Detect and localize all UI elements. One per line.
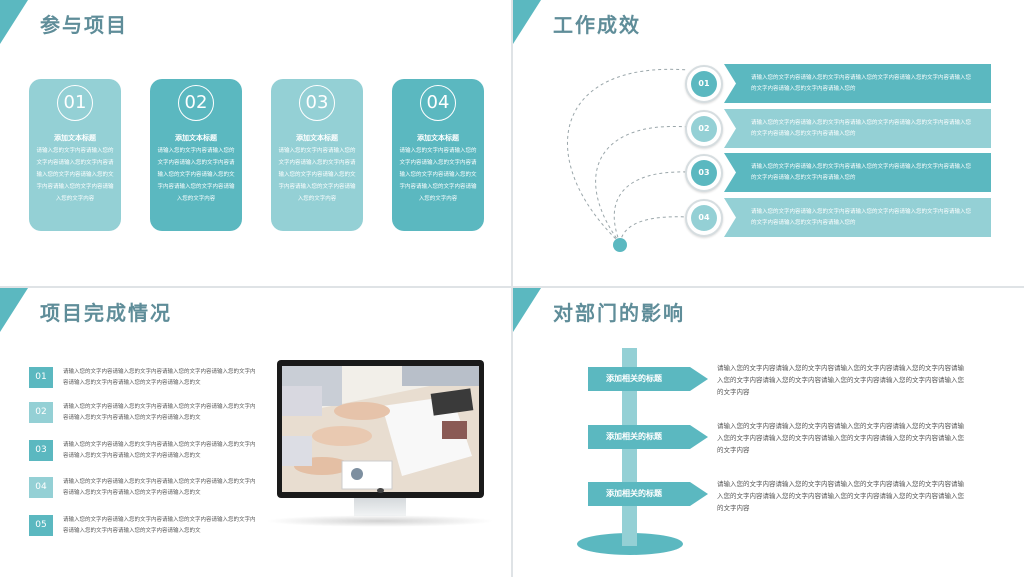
slide-participation: 参与项目 01 添加文本标题 请输入您的文字内容请输入您的文字内容请输入您的文字…: [0, 0, 511, 286]
ribbon-text: 请输入您的文字内容请输入您的文字内容请输入您的文字内容请输入您的文字内容请输入您…: [751, 75, 972, 92]
monitor-stand: [354, 498, 406, 516]
item-number-1: 01: [29, 367, 53, 388]
slide-title: 参与项目: [40, 13, 128, 37]
card-title: 添加文本标题: [54, 134, 96, 142]
project-card-2: 02 添加文本标题 请输入您的文字内容请输入您的文字内容请输入您的文字内容请输入…: [150, 79, 242, 231]
result-marker-3: 03: [685, 154, 723, 192]
monitor-shadow: [265, 515, 495, 527]
card-title: 添加文本标题: [417, 134, 459, 142]
result-marker-1: 01: [685, 65, 723, 103]
project-card-1: 01 添加文本标题 请输入您的文字内容请输入您的文字内容请输入您的文字内容请输入…: [29, 79, 121, 231]
ribbon-text: 请输入您的文字内容请输入您的文字内容请输入您的文字内容请输入您的文字内容请输入您…: [751, 209, 972, 226]
impact-sign-3: 添加相关的标题: [588, 482, 708, 506]
meeting-photo: [282, 366, 479, 492]
card-title: 添加文本标题: [296, 134, 338, 142]
card-body: 请输入您的文字内容请输入您的文字内容请输入您的文字内容请输入您的文字内容请输入您…: [157, 148, 235, 202]
item-text-4: 请输入您的文字内容请输入您的文字内容请输入您的文字内容请输入您的文字内容请输入您…: [63, 479, 256, 496]
result-marker-4: 04: [685, 199, 723, 237]
impact-sign-1: 添加相关的标题: [588, 367, 708, 391]
card-number: 01: [57, 85, 93, 121]
card-number: 03: [299, 85, 335, 121]
slide-title: 项目完成情况: [40, 301, 172, 325]
impact-text-1: 请输入您的文字内容请输入您的文字内容请输入您的文字内容请输入您的文字内容请输入您…: [717, 364, 964, 396]
card-body: 请输入您的文字内容请输入您的文字内容请输入您的文字内容请输入您的文字内容请输入您…: [36, 148, 114, 202]
ribbon-shape: [724, 64, 991, 103]
result-marker-2: 02: [685, 110, 723, 148]
origin-dot: [613, 238, 627, 252]
result-ribbon-3: 请输入您的文字内容请输入您的文字内容请输入您的文字内容请输入您的文字内容请输入您…: [724, 153, 991, 192]
item-number-2: 02: [29, 402, 53, 423]
title-accent-triangle: [513, 288, 541, 332]
project-card-4: 04 添加文本标题 请输入您的文字内容请输入您的文字内容请输入您的文字内容请输入…: [392, 79, 484, 231]
ribbon-shape: [724, 198, 991, 237]
power-led: [377, 488, 384, 493]
card-title: 添加文本标题: [175, 134, 217, 142]
ribbon-shape: [724, 153, 991, 192]
card-number: 02: [178, 85, 214, 121]
ribbon-text: 请输入您的文字内容请输入您的文字内容请输入您的文字内容请输入您的文字内容请输入您…: [751, 164, 972, 181]
impact-sign-2: 添加相关的标题: [588, 425, 708, 449]
item-text-1: 请输入您的文字内容请输入您的文字内容请输入您的文字内容请输入您的文字内容请输入您…: [63, 369, 256, 386]
impact-text-2: 请输入您的文字内容请输入您的文字内容请输入您的文字内容请输入您的文字内容请输入您…: [717, 422, 964, 454]
project-card-3: 03 添加文本标题 请输入您的文字内容请输入您的文字内容请输入您的文字内容请输入…: [271, 79, 363, 231]
card-body: 请输入您的文字内容请输入您的文字内容请输入您的文字内容请输入您的文字内容请输入您…: [278, 148, 356, 202]
result-ribbon-4: 请输入您的文字内容请输入您的文字内容请输入您的文字内容请输入您的文字内容请输入您…: [724, 198, 991, 237]
marker-number: 04: [691, 205, 717, 231]
item-number-4: 04: [29, 477, 53, 498]
impact-text-3: 请输入您的文字内容请输入您的文字内容请输入您的文字内容请输入您的文字内容请输入您…: [717, 480, 964, 512]
item-text-3: 请输入您的文字内容请输入您的文字内容请输入您的文字内容请输入您的文字内容请输入您…: [63, 442, 256, 459]
title-accent-triangle: [0, 0, 28, 44]
marker-number: 01: [691, 71, 717, 97]
card-number: 04: [420, 85, 456, 121]
dashed-connector-lines: [567, 68, 689, 252]
result-ribbon-2: 请输入您的文字内容请输入您的文字内容请输入您的文字内容请输入您的文字内容请输入您…: [724, 109, 991, 148]
title-accent-triangle: [513, 0, 541, 44]
item-number-5: 05: [29, 515, 53, 536]
ribbon-text: 请输入您的文字内容请输入您的文字内容请输入您的文字内容请输入您的文字内容请输入您…: [751, 120, 972, 137]
title-accent-triangle: [0, 288, 28, 332]
result-ribbon-1: 请输入您的文字内容请输入您的文字内容请输入您的文字内容请输入您的文字内容请输入您…: [724, 64, 991, 103]
slide-title: 对部门的影响: [553, 301, 685, 325]
item-text-5: 请输入您的文字内容请输入您的文字内容请输入您的文字内容请输入您的文字内容请输入您…: [63, 517, 256, 534]
card-body: 请输入您的文字内容请输入您的文字内容请输入您的文字内容请输入您的文字内容请输入您…: [399, 148, 477, 202]
item-number-3: 03: [29, 440, 53, 461]
marker-number: 02: [691, 116, 717, 142]
item-text-2: 请输入您的文字内容请输入您的文字内容请输入您的文字内容请输入您的文字内容请输入您…: [63, 404, 256, 421]
slide-title: 工作成效: [553, 13, 641, 37]
ribbon-shape: [724, 109, 991, 148]
marker-number: 03: [691, 160, 717, 186]
monitor-frame: [277, 360, 484, 498]
